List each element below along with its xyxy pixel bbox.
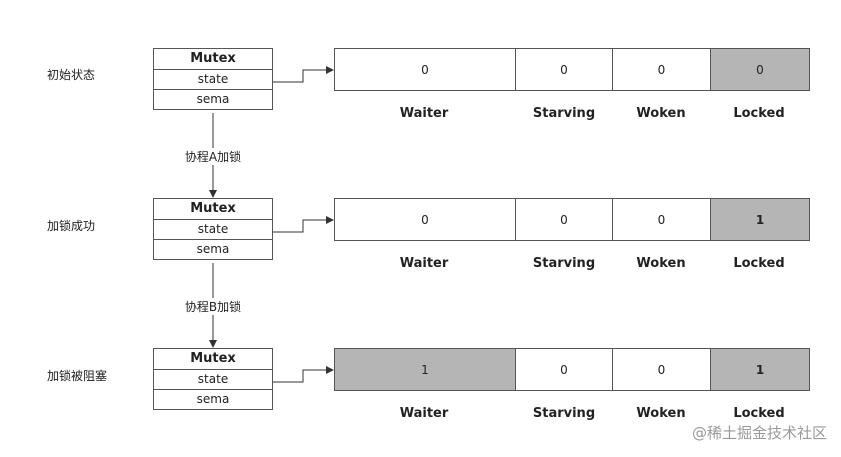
state-connector-1 [273, 66, 334, 83]
transition-label: 协程A加锁 [182, 148, 244, 165]
field-label-starving: Starving [532, 106, 596, 121]
stage-label: 加锁成功 [47, 219, 96, 233]
mutex-title: Mutex [190, 51, 236, 66]
waiter-bit: 1 [335, 349, 516, 390]
mutex-struct: Mutex state sema [153, 48, 273, 110]
locked-bit: 0 [711, 49, 809, 90]
locked-bit: 1 [711, 199, 809, 240]
field-label-waiter: Waiter [399, 106, 449, 121]
mutex-struct: Mutex state sema [153, 198, 273, 260]
transition-label: 协程B加锁 [182, 298, 244, 315]
field-label-starving: Starving [532, 406, 596, 421]
waiter-bit: 0 [335, 199, 516, 240]
field-label-waiter: Waiter [399, 256, 449, 271]
woken-bit: 0 [613, 349, 711, 390]
locked-bit: 1 [711, 349, 809, 390]
field-label-woken: Woken [636, 406, 686, 421]
mutex-field-sema: sema [154, 239, 272, 259]
state-bits-bar: 1 0 0 1 [334, 348, 810, 391]
state-bits-bar: 0 0 0 1 [334, 198, 810, 241]
state-connector-2 [273, 216, 334, 233]
mutex-field-state: state [154, 369, 272, 389]
starving-bit: 0 [516, 199, 613, 240]
woken-bit: 0 [613, 49, 711, 90]
starving-bit: 0 [516, 349, 613, 390]
woken-bit: 0 [613, 199, 711, 240]
mutex-field-state: state [154, 219, 272, 239]
starving-bit: 0 [516, 49, 613, 90]
field-label-locked: Locked [733, 406, 785, 421]
waiter-bit: 0 [335, 49, 516, 90]
field-label-locked: Locked [733, 106, 785, 121]
field-label-locked: Locked [733, 256, 785, 271]
mutex-field-sema: sema [154, 89, 272, 109]
field-label-starving: Starving [532, 256, 596, 271]
stage-label: 初始状态 [47, 68, 96, 82]
field-label-woken: Woken [636, 106, 686, 121]
mutex-struct: Mutex state sema [153, 348, 273, 410]
mutex-field-state: state [154, 69, 272, 89]
mutex-title: Mutex [190, 351, 236, 366]
state-bits-bar: 0 0 0 0 [334, 48, 810, 91]
field-label-woken: Woken [636, 256, 686, 271]
watermark: @稀土掘金技术社区 [691, 424, 827, 442]
state-connector-3 [273, 366, 334, 383]
stage-label: 加锁被阻塞 [47, 369, 108, 383]
mutex-field-sema: sema [154, 389, 272, 409]
mutex-title: Mutex [190, 201, 236, 216]
field-label-waiter: Waiter [399, 406, 449, 421]
